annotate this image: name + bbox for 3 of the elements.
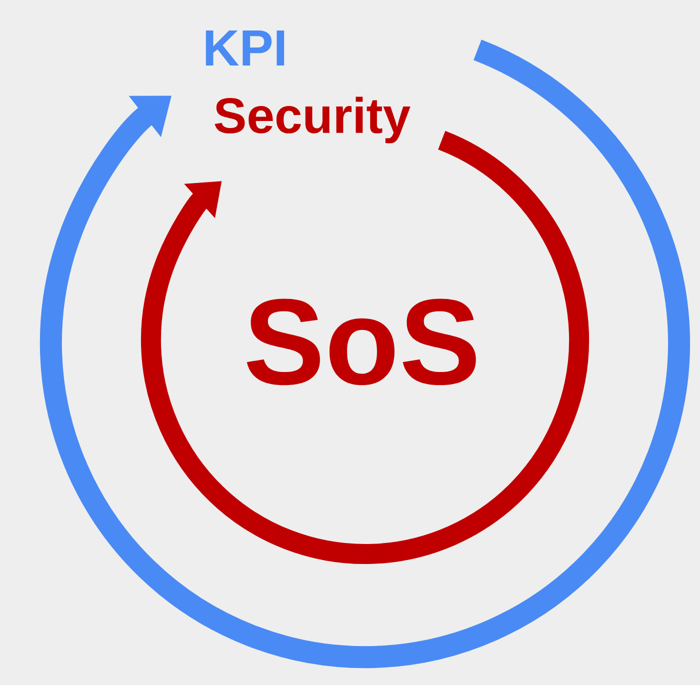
label-text: KPI [206, 30, 284, 66]
label-text: Security [214, 96, 410, 144]
label-text: SoS [246, 298, 476, 386]
